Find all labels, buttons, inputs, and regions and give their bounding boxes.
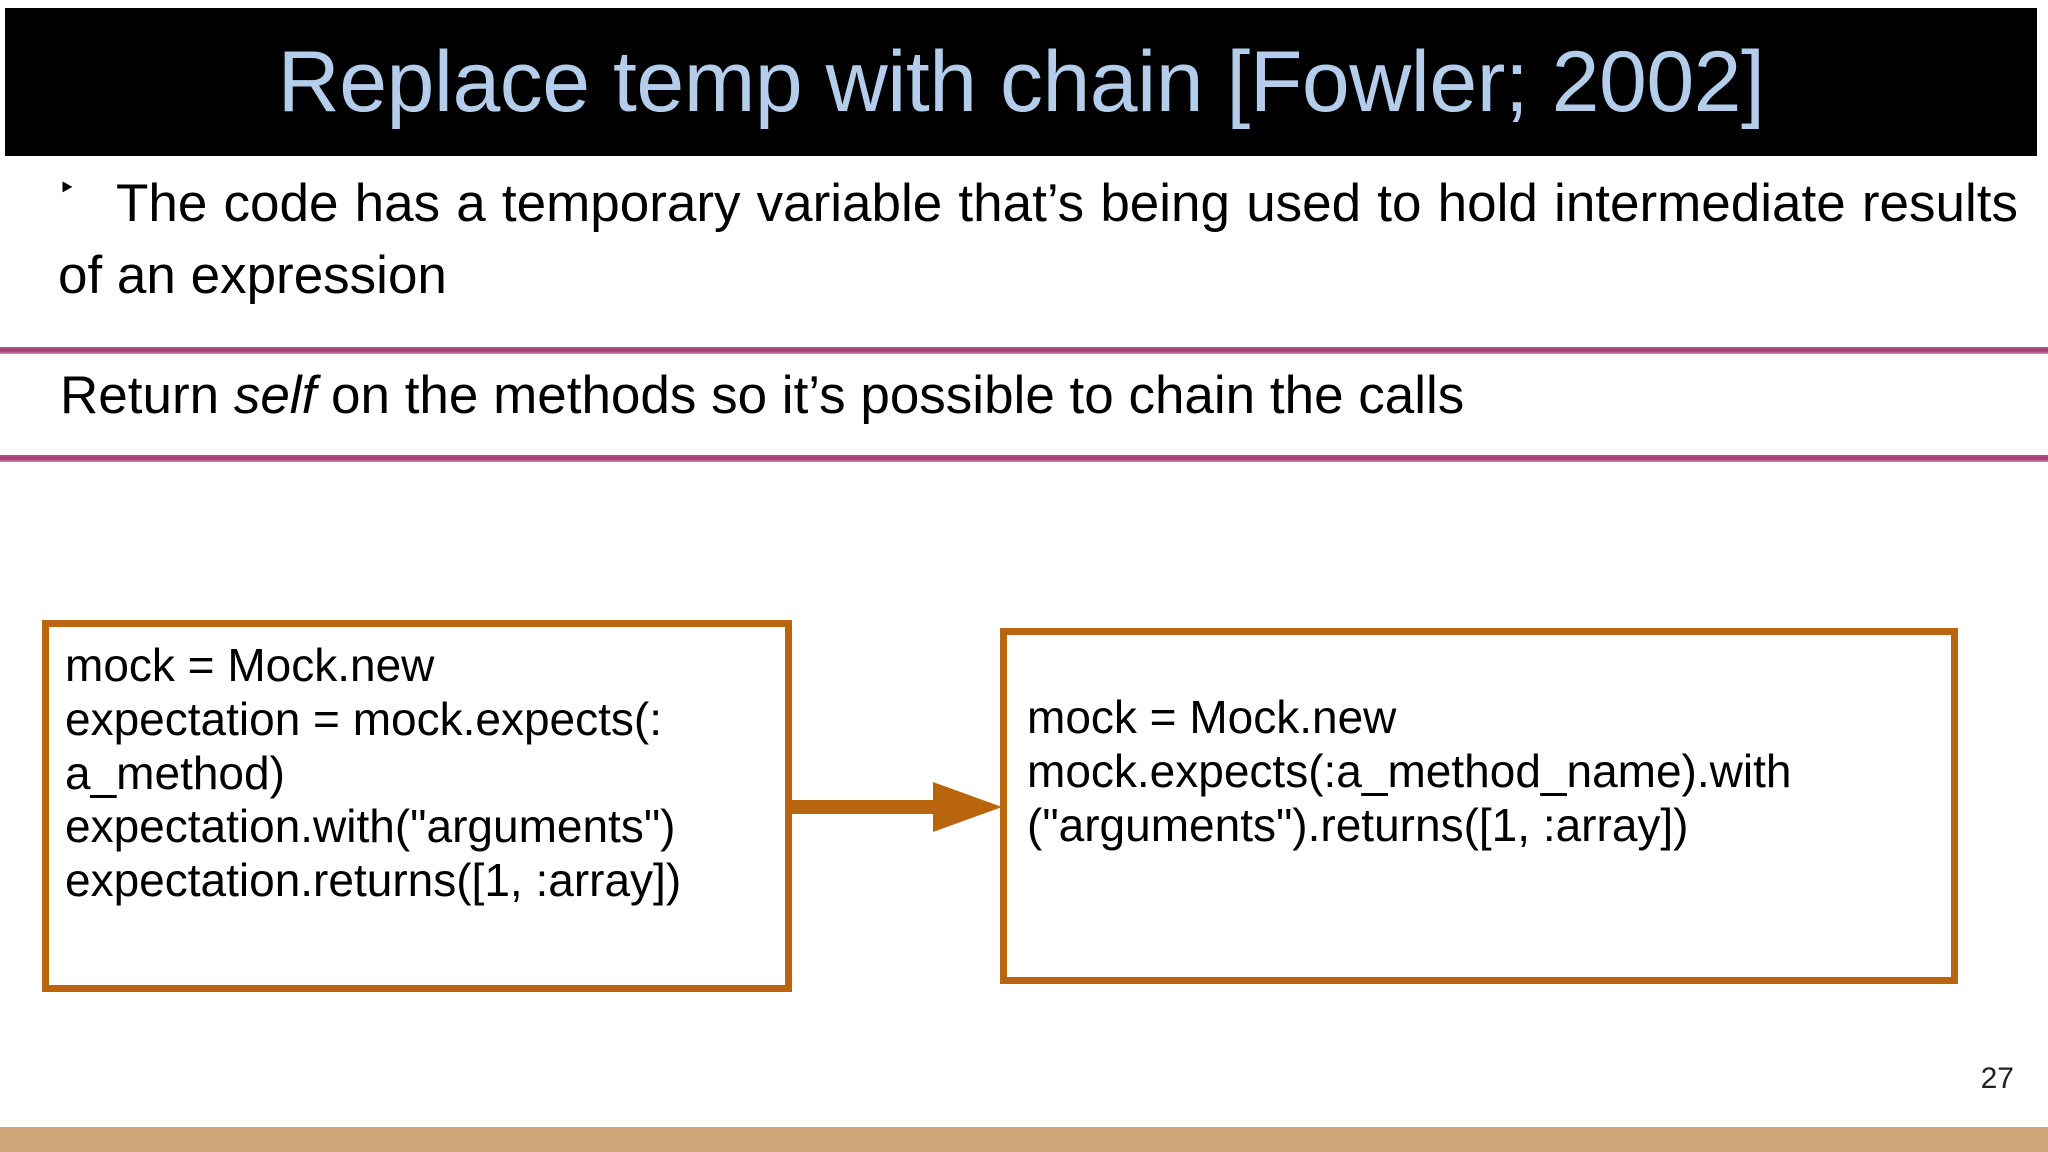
transform-arrow-icon <box>790 782 1002 832</box>
highlight-line-prefix: Return <box>60 366 234 425</box>
page-number: 27 <box>1980 1062 2014 1095</box>
bullet-item-text: The code has a temporary variable that’s… <box>58 174 2018 305</box>
code-line: ("arguments").returns([1, :array]) <box>1027 798 1689 851</box>
slide-title: Replace temp with chain [Fowler; 2002] <box>277 34 1765 130</box>
code-line: a_method) <box>65 746 285 799</box>
code-box-after: mock = Mock.new mock.expects(:a_method_n… <box>1000 628 1958 984</box>
highlight-line: Return self on the methods so it’s possi… <box>60 362 1960 431</box>
highlight-line-italic-keyword: self <box>233 366 317 425</box>
divider-rule-top <box>0 347 2048 354</box>
slide-footer-bar <box>0 1127 2048 1152</box>
highlight-line-suffix: on the methods so it’s possible to chain… <box>316 366 1465 425</box>
code-line: mock.expects(:a_method_name).with <box>1027 744 1792 797</box>
code-line: expectation.returns([1, :array]) <box>65 854 682 907</box>
divider-rule-bottom <box>0 455 2048 462</box>
bullet-block: ‣ The code has a temporary variable that… <box>58 168 2018 311</box>
bullet-list-item: ‣ The code has a temporary variable that… <box>58 168 2018 311</box>
code-line: mock = Mock.new <box>65 639 435 691</box>
code-line: expectation = mock.expects(: <box>65 692 663 745</box>
slide-title-bar: Replace temp with chain [Fowler; 2002] <box>5 8 2037 156</box>
code-line: expectation.with("arguments") <box>65 800 676 853</box>
code-box-before: mock = Mock.new expectation = mock.expec… <box>42 620 792 992</box>
triangle-bullet-icon: ‣ <box>58 172 76 205</box>
code-line: mock = Mock.new <box>1027 691 1397 743</box>
